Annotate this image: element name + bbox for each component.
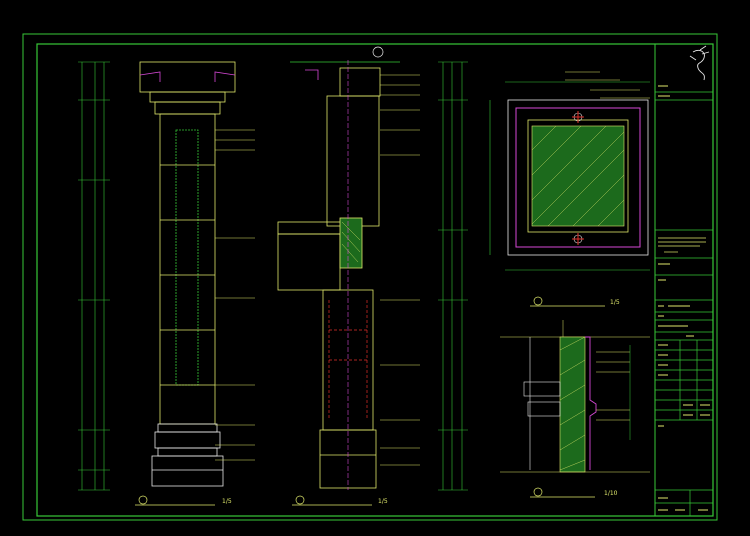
dragon-logo-icon [689, 45, 710, 81]
leader-lines-view2 [380, 74, 420, 466]
title-block-text-marks [658, 85, 710, 511]
view2-title: 1/5 [292, 495, 388, 506]
view2-scale: 1/5 [378, 498, 388, 505]
section-hidden-lines [328, 300, 368, 420]
plan-center-markers [572, 111, 584, 245]
section-beam [277, 217, 363, 291]
dimension-chain-right [438, 61, 468, 491]
detail-cladding [585, 336, 597, 470]
column-plan-view: 1/5 [489, 71, 650, 307]
plan-leaders [565, 71, 650, 99]
plan-dimensions [489, 81, 650, 271]
detail-leaders [596, 345, 631, 440]
view1-title: 1/5 [135, 495, 232, 506]
column-capital [139, 61, 236, 115]
joint-detail-view: 1/10 [500, 320, 650, 498]
detail-left-profile [523, 337, 561, 470]
leader-lines-view1 [215, 129, 255, 461]
plan-outer-outline [507, 99, 649, 256]
view3-title: 1/5 [530, 296, 620, 307]
column-shaft [159, 113, 216, 425]
title-block [655, 45, 713, 516]
view1-scale: 1/5 [222, 498, 232, 505]
column-section-view: 1/5 [277, 46, 468, 506]
sheet-frame [22, 33, 718, 521]
section-outline [305, 67, 381, 489]
column-base [151, 423, 224, 487]
plan-finish-outline [515, 107, 641, 248]
plan-core-hatch [531, 125, 625, 227]
view4-title: 1/10 [530, 487, 618, 498]
view3-scale: 1/5 [610, 299, 620, 306]
view4-scale: 1/10 [604, 490, 618, 497]
dimension-chain-left [78, 61, 110, 491]
section-top-marker [290, 46, 400, 63]
detail-wall-hatch [559, 336, 586, 473]
column-elevation-view: 1/5 [78, 61, 255, 506]
title-block-rules [655, 91, 713, 516]
